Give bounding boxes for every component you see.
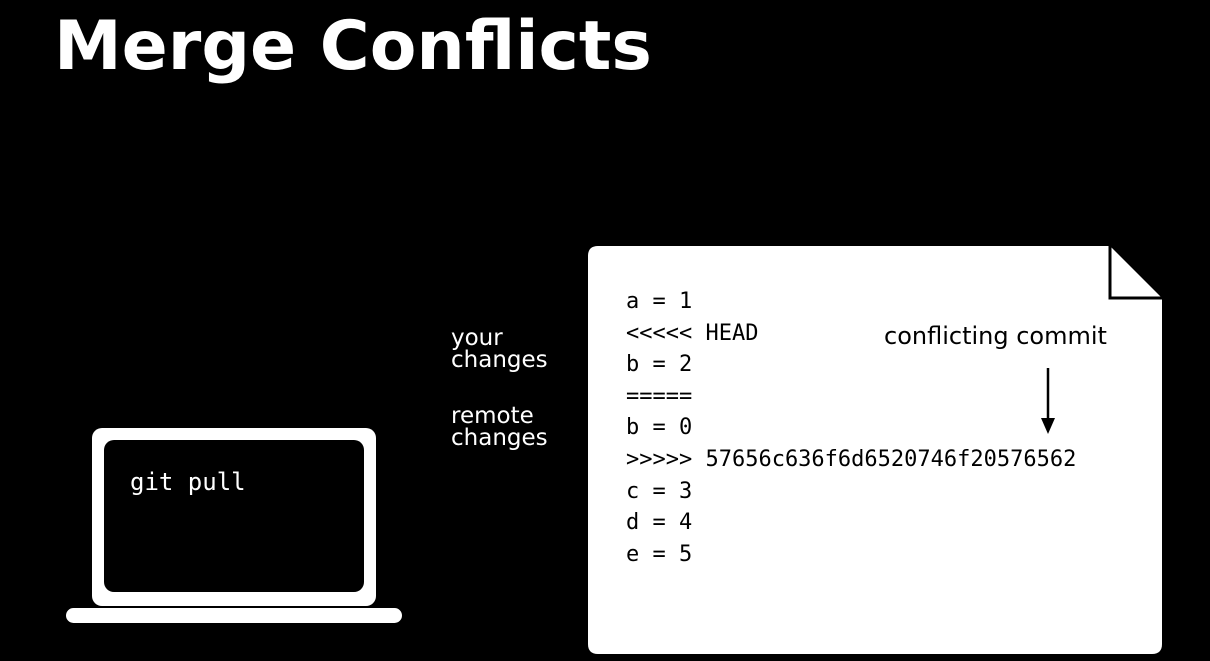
code-line: c = 3: [626, 478, 693, 504]
conflict-marker-commit: >>>>> 57656c636f6d6520746f20576562: [626, 446, 1077, 472]
code-line: d = 4: [626, 510, 693, 536]
file-contents: a = 1 <<<<< HEAD b = 2 ===== b = 0 >>>>>…: [626, 286, 1076, 570]
code-line: b = 0: [626, 415, 693, 441]
code-line: a = 1: [626, 289, 693, 314]
your-changes-label: your changes: [451, 325, 548, 373]
laptop-display: git pull: [104, 440, 364, 592]
arrow-down-icon: [1041, 368, 1055, 434]
document-sheet: [588, 246, 1162, 654]
laptop-icon: git pull: [92, 428, 376, 606]
slide-title: Merge Conflicts: [54, 7, 652, 86]
conflict-marker-head: <<<<< HEAD: [626, 320, 759, 346]
remote-changes-label: remote changes: [451, 403, 548, 451]
code-line: e = 5: [626, 541, 693, 567]
remote-changes-label-line-1: remote: [451, 403, 534, 429]
document-icon: a = 1 <<<<< HEAD b = 2 ===== b = 0 >>>>>…: [588, 246, 1162, 654]
terminal-command: git pull: [130, 468, 246, 496]
your-changes-label-line-2: changes: [451, 347, 548, 373]
conflicting-commit-annotation: conflicting commit: [884, 322, 1107, 350]
your-changes-label-line-1: your: [451, 325, 503, 351]
remote-changes-label-line-2: changes: [451, 425, 548, 451]
conflict-separator: =====: [626, 383, 693, 409]
code-line: b = 2: [626, 352, 693, 378]
laptop-base: [66, 608, 402, 623]
